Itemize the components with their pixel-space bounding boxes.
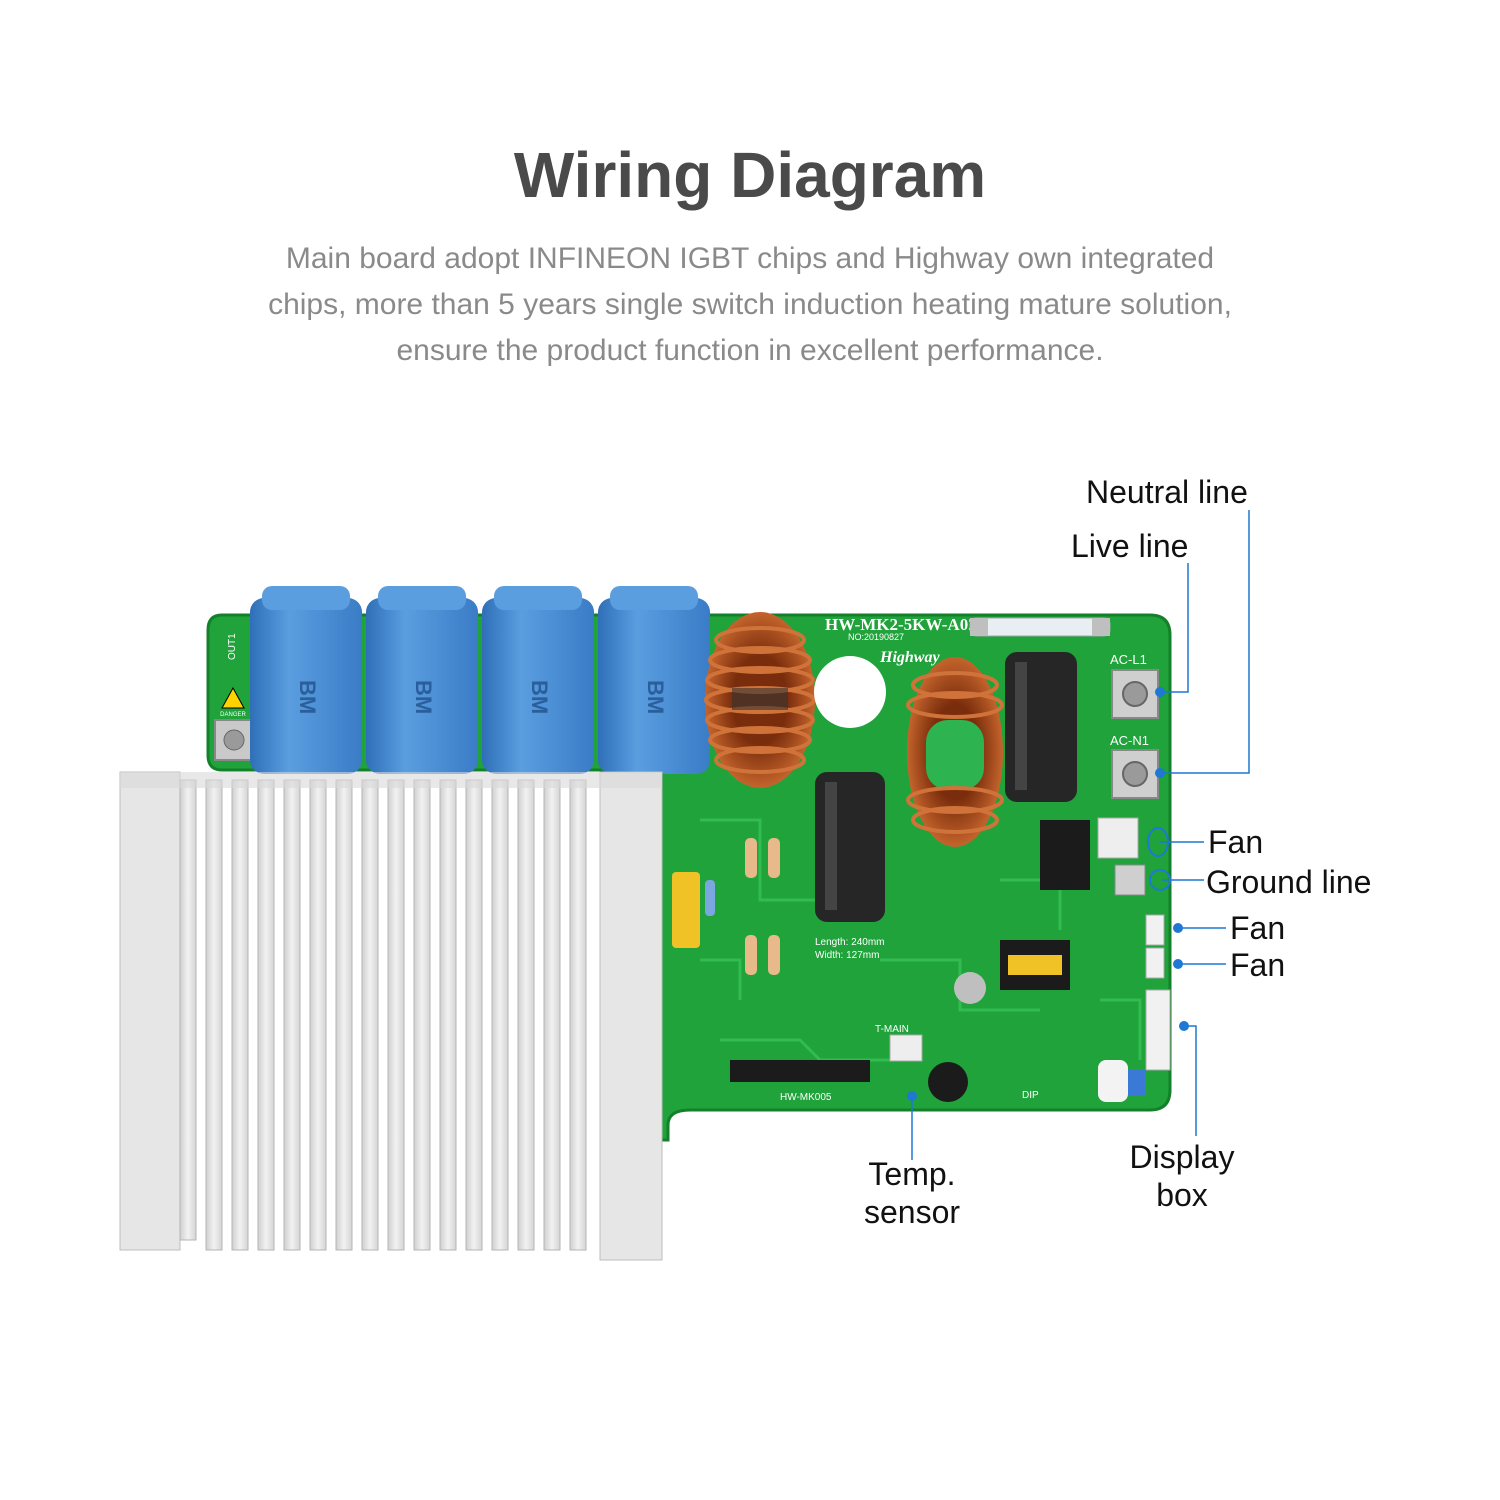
temp-sensor-connector xyxy=(889,1034,923,1062)
heatsink xyxy=(119,771,663,1261)
terminal-ac-l1-text: AC-L1 xyxy=(1110,652,1147,667)
dip-text: DIP xyxy=(1022,1090,1039,1101)
module-chip xyxy=(730,1060,870,1082)
display-connector xyxy=(1145,989,1171,1071)
potentiometer xyxy=(1128,1070,1146,1096)
label-display-box-line2: box xyxy=(1156,1177,1208,1213)
electrolytic-capacitor-1 xyxy=(815,772,885,922)
label-ground-line: Ground line xyxy=(1206,864,1372,900)
callout-dots xyxy=(907,687,1189,1101)
label-fan-1: Fan xyxy=(1208,824,1264,860)
small-component xyxy=(1098,1060,1128,1102)
label-display-box-line1: Display xyxy=(1129,1139,1235,1175)
transformer xyxy=(1000,940,1070,990)
terminal-ac-l1: AC-L1 xyxy=(1110,652,1159,719)
capacitor-1: BM xyxy=(250,586,362,774)
board-model-text: HW-MK2-5KW-A02 xyxy=(825,615,977,634)
label-temp-sensor-line1: Temp. xyxy=(868,1156,956,1192)
inductor-coil-2 xyxy=(906,657,1004,847)
label-display-box: Display box xyxy=(1112,1138,1252,1214)
warning-icon xyxy=(221,686,245,709)
capacitor-2: BM xyxy=(366,586,478,774)
board-cutout xyxy=(814,656,886,728)
board-brand-text: Highway xyxy=(879,649,940,666)
page-title: Wiring Diagram xyxy=(513,139,987,211)
label-temp-sensor: Temp. sensor xyxy=(842,1155,982,1231)
fan-connector-1 xyxy=(1097,817,1139,859)
capacitor-3: BM xyxy=(482,586,594,774)
description-line-3: ensure the product function in excellent… xyxy=(396,334,1104,367)
capacitor-brand-2: BM xyxy=(411,680,436,714)
capacitor-brand-1: BM xyxy=(295,680,320,714)
ground-terminal xyxy=(1114,864,1146,896)
t-main-text: T-MAIN xyxy=(875,1024,909,1035)
danger-text: DANGER xyxy=(220,712,246,718)
out-terminal: OUT1 DANGER xyxy=(214,630,254,761)
fan-connector-3 xyxy=(1145,947,1165,979)
capacitor-brand-3: BM xyxy=(527,680,552,714)
board-serial-text: NO:20190827 xyxy=(848,632,904,642)
out-terminal-text: OUT1 xyxy=(227,633,238,660)
description-line-1: Main board adopt INFINEON IGBT chips and… xyxy=(285,242,1215,275)
capacitor-4: BM xyxy=(598,586,710,774)
callout-rings xyxy=(1147,827,1171,891)
terminal-ac-n1-text: AC-N1 xyxy=(1110,733,1149,748)
dimension-width-text: Width: 127mm xyxy=(815,950,879,961)
module-text: HW-MK005 xyxy=(780,1092,832,1103)
terminal-ac-n1: AC-N1 xyxy=(1110,733,1159,799)
capacitor-brand-4: BM xyxy=(643,680,668,714)
fuse xyxy=(969,617,1111,637)
buzzer xyxy=(928,1062,968,1102)
relay xyxy=(1040,820,1090,890)
label-temp-sensor-line2: sensor xyxy=(863,1194,961,1230)
inductor-coil-1 xyxy=(704,612,816,788)
electrolytic-capacitor-2 xyxy=(1005,652,1077,802)
label-live-line: Live line xyxy=(1071,528,1189,564)
dimension-length-text: Length: 240mm xyxy=(815,937,885,948)
capacitor-bank: BM BM BM BM xyxy=(250,586,710,774)
label-fan-3: Fan xyxy=(1230,947,1286,983)
description-line-2: chips, more than 5 years single switch i… xyxy=(268,288,1232,321)
page-description: Main board adopt INFINEON IGBT chips and… xyxy=(150,236,1350,374)
capacitor-small xyxy=(954,972,986,1004)
resistor-group xyxy=(705,838,780,975)
x-capacitor xyxy=(672,872,700,948)
label-fan-2: Fan xyxy=(1230,910,1286,946)
label-neutral-line: Neutral line xyxy=(1086,474,1248,510)
fan-connector-2 xyxy=(1145,914,1165,946)
